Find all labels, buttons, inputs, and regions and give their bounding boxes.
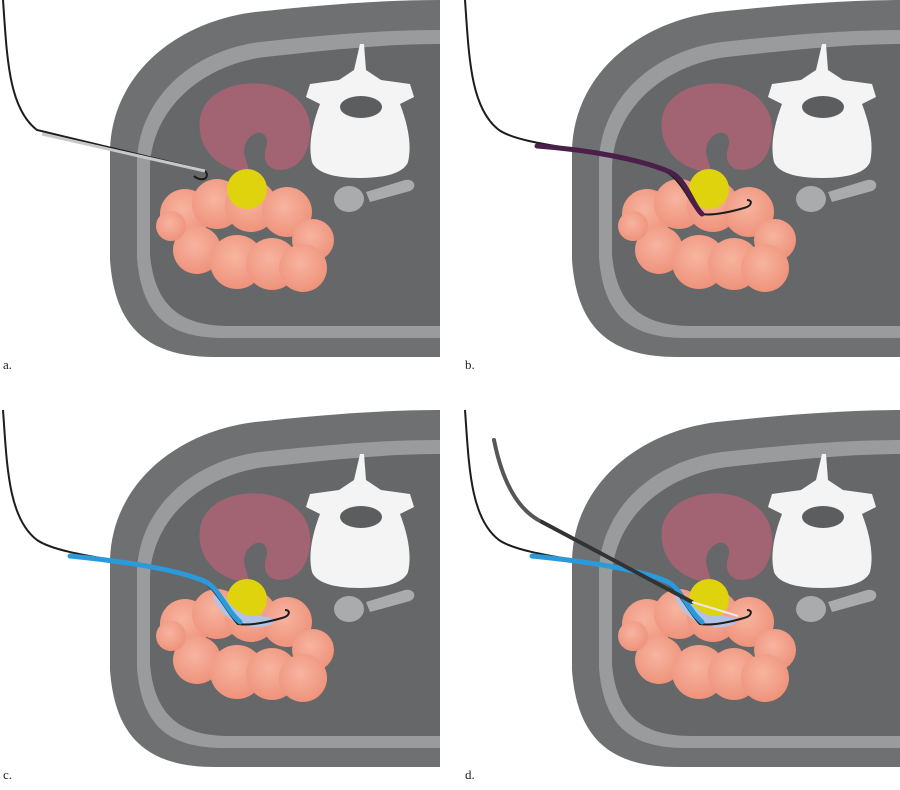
endoscope-shaft [492, 438, 544, 524]
anatomy-cross-section [572, 410, 900, 767]
anatomy-cross-section [110, 410, 440, 767]
sheath [529, 553, 705, 625]
needle [41, 132, 206, 173]
sheath [67, 553, 243, 625]
anatomy-cross-section [572, 0, 900, 357]
biopsy-needle-sheath [540, 520, 694, 604]
panel-label-a: a. [3, 357, 13, 372]
anatomy-cross-section [110, 0, 440, 357]
panel-label-c: c. [3, 767, 13, 782]
panel-label-d: d. [465, 767, 475, 782]
panel-a: a. [0, 0, 440, 380]
biopsy-needle-tip [691, 601, 739, 617]
panel-b: b. [462, 0, 900, 380]
dilator [534, 143, 705, 217]
panel-c-illustration [2, 409, 440, 767]
panel-c: c. [0, 409, 440, 790]
panel-a-illustration [2, 0, 440, 357]
panel-label-b: b. [465, 357, 475, 372]
panel-d: d. [462, 409, 900, 790]
panel-b-illustration [464, 0, 900, 357]
panel-d-illustration [464, 409, 900, 767]
